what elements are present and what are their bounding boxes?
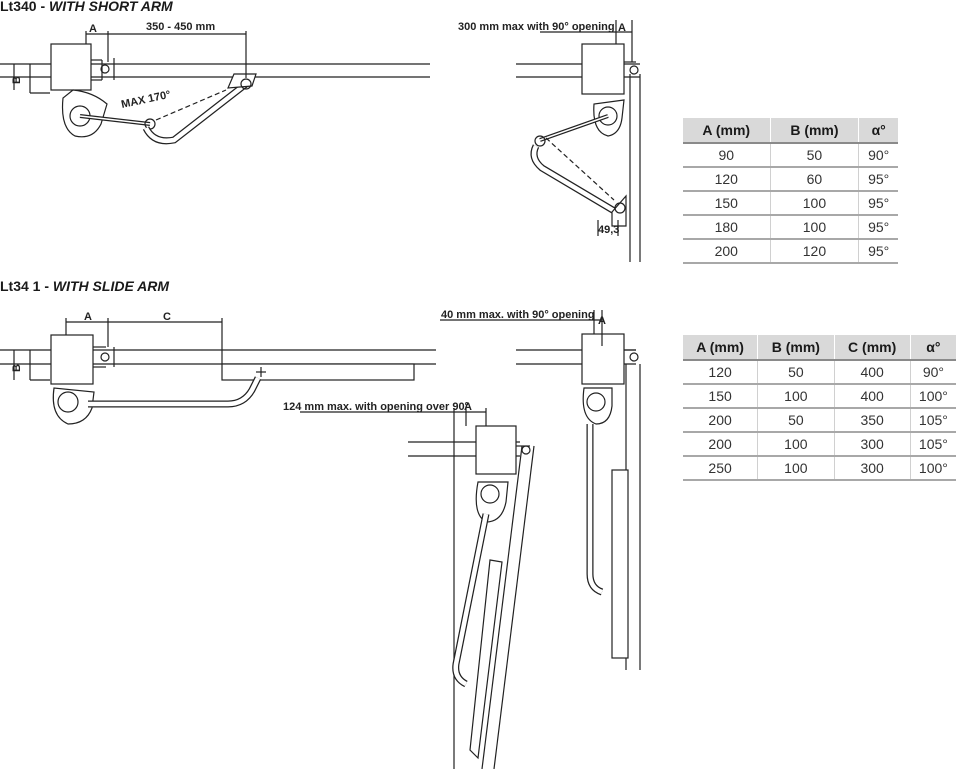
table-cell: 350 (834, 408, 911, 433)
diagram-short-arm-open (516, 20, 641, 262)
column-header: A (mm) (683, 118, 771, 144)
dim-a-label: A (89, 23, 97, 35)
table-row: 150 100 400 100° (683, 384, 956, 409)
table-cell: 100 (770, 215, 860, 240)
table-row: 200 120 95° (683, 239, 898, 264)
table-row: 90 50 90° (683, 143, 898, 168)
model-label: Lt340 - (0, 0, 50, 14)
table-header-row: A (mm) B (mm) C (mm) α° (683, 335, 956, 361)
column-header: A (mm) (683, 335, 759, 361)
model-subtitle: WITH SHORT ARM (49, 0, 173, 14)
table-cell: 120 (770, 239, 860, 264)
opening-40-label: 40 mm max. with 90° opening (441, 309, 595, 321)
column-header: α° (910, 335, 956, 361)
table-cell: 100° (910, 384, 956, 409)
table-cell: 90° (858, 143, 898, 168)
dim-range-label: 350 - 450 mm (146, 21, 215, 33)
opening-300-label: 300 mm max with 90° opening (458, 21, 615, 33)
table-cell: 100 (757, 384, 835, 409)
table-cell: 120 (683, 360, 759, 385)
table-cell: 250 (683, 456, 759, 481)
table-header-row: A (mm) B (mm) α° (683, 118, 898, 144)
table-row: 120 60 95° (683, 167, 898, 192)
table-cell: 100 (757, 432, 835, 457)
table-cell: 100 (770, 191, 860, 216)
table-cell: 95° (858, 167, 898, 192)
dim-a-label: A (598, 315, 606, 327)
table-cell: 200 (683, 432, 759, 457)
dim-b-label: B (11, 76, 23, 84)
table-cell: 120 (683, 167, 771, 192)
max-angle-label: MAX 170° (120, 89, 172, 111)
column-header: C (mm) (834, 335, 911, 361)
table-cell: 50 (770, 143, 860, 168)
diagram-slide-arm-over-90 (300, 408, 535, 769)
table-cell: 300 (834, 432, 911, 457)
table-cell: 150 (683, 384, 759, 409)
table-cell: 105° (910, 432, 956, 457)
opening-124-label: 124 mm max. with opening over 90° (283, 401, 469, 413)
table-cell: 100 (757, 456, 835, 481)
table-row: 200 100 300 105° (683, 432, 956, 457)
table-cell: 150 (683, 191, 771, 216)
dim-49-label: 49,3 (598, 224, 619, 236)
dim-c-label: C (163, 311, 171, 323)
table-cell: 300 (834, 456, 911, 481)
dim-a-label: A (84, 311, 92, 323)
table-cell: 50 (757, 408, 835, 433)
table-cell: 90 (683, 143, 771, 168)
column-header: α° (858, 118, 898, 144)
table-cell: 400 (834, 384, 911, 409)
diagram-slide-arm-closed (0, 318, 436, 425)
model-label: Lt34 1 - (0, 278, 53, 294)
table-cell: 105° (910, 408, 956, 433)
dim-a-label: A (464, 401, 472, 413)
column-header: B (mm) (757, 335, 835, 361)
model-subtitle: WITH SLIDE ARM (52, 278, 170, 294)
table-cell: 200 (683, 408, 759, 433)
dim-b-label: B (11, 364, 23, 372)
table-cell: 95° (858, 215, 898, 240)
table-cell: 95° (858, 239, 898, 264)
table-row: 180 100 95° (683, 215, 898, 240)
table-cell: 200 (683, 239, 771, 264)
spec-table-slide-arm: A (mm) B (mm) C (mm) α° 120 50 400 90° 1… (683, 335, 956, 481)
column-header: B (mm) (770, 118, 860, 144)
diagram-slide-arm-open (440, 310, 641, 670)
table-row: 150 100 95° (683, 191, 898, 216)
spec-table-short-arm: A (mm) B (mm) α° 90 50 90° 120 60 95° 15… (683, 118, 898, 264)
table-row: 120 50 400 90° (683, 360, 956, 385)
section-title-slide-arm: Lt34 1 - WITH SLIDE ARM (0, 278, 169, 294)
table-cell: 50 (757, 360, 835, 385)
table-row: 250 100 300 100° (683, 456, 956, 481)
table-cell: 60 (770, 167, 860, 192)
table-cell: 95° (858, 191, 898, 216)
table-cell: 400 (834, 360, 911, 385)
table-cell: 90° (910, 360, 956, 385)
table-row: 200 50 350 105° (683, 408, 956, 433)
table-cell: 180 (683, 215, 771, 240)
table-cell: 100° (910, 456, 956, 481)
dim-a-label: A (618, 22, 626, 34)
section-title-short-arm: Lt340 - WITH SHORT ARM (0, 0, 173, 14)
diagram-short-arm-closed (0, 31, 430, 145)
